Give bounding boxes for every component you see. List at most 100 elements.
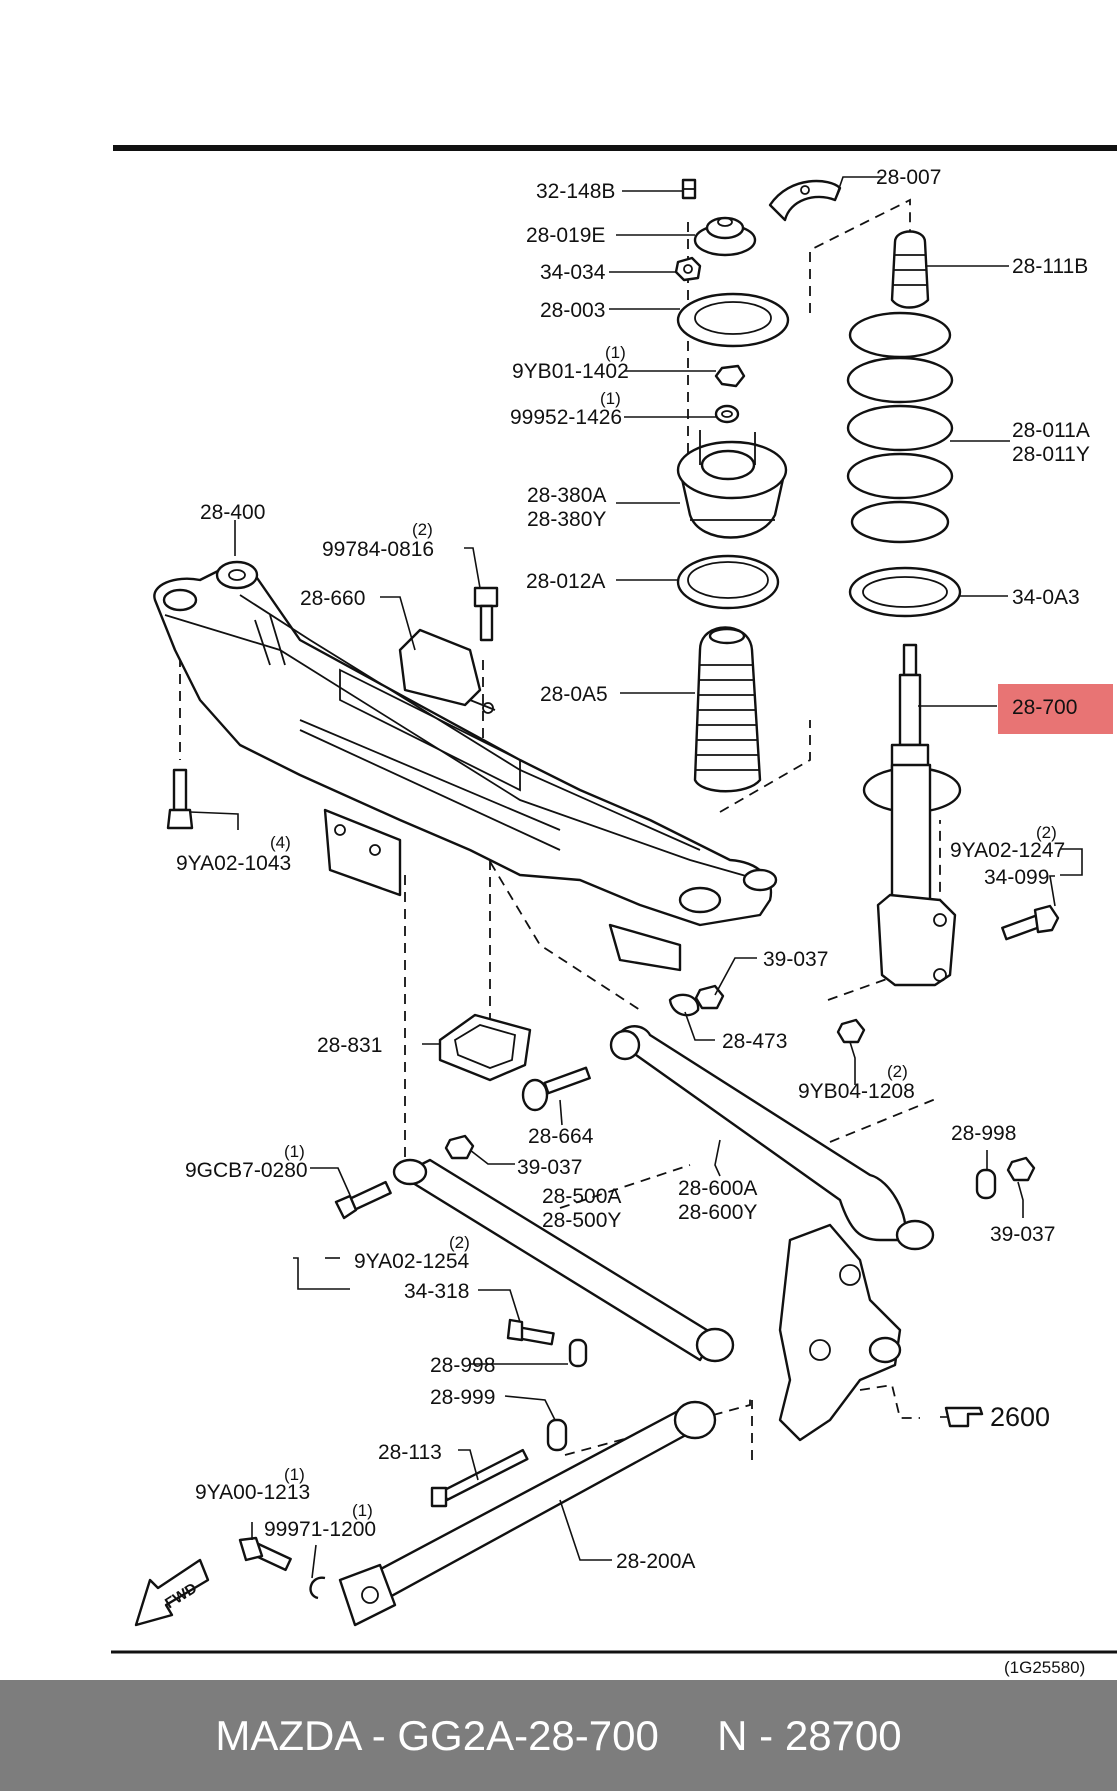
label-28-500A[interactable]: 28-500A (542, 1185, 621, 1208)
label-28-011Y[interactable]: 28-011Y (1012, 443, 1090, 466)
clip-99971-1200 (309, 1576, 326, 1600)
bolt-99784-0816 (473, 586, 499, 642)
label-28-012A[interactable]: 28-012A (526, 570, 605, 593)
qty-9YA00-1213: (1) (284, 1465, 305, 1484)
bolt-34-318 (506, 1318, 555, 1346)
label-39-037-b[interactable]: 39-037 (517, 1156, 582, 1179)
bolt-28-664 (521, 1066, 591, 1112)
label-28-400[interactable]: 28-400 (200, 501, 265, 524)
label-9YA02-1247[interactable]: 9YA02-1247 (950, 839, 1065, 862)
washer-99952-1426 (714, 404, 740, 424)
label-34-318[interactable]: 34-318 (404, 1280, 469, 1303)
lower-link-28-200A (338, 1400, 717, 1627)
label-28-003[interactable]: 28-003 (540, 299, 605, 322)
parts-diagram: FWD (111, 145, 1117, 1677)
cover-28-831 (438, 1013, 532, 1082)
label-28-011A[interactable]: 28-011A (1012, 419, 1090, 442)
label-9GCB7-0280[interactable]: 9GCB7-0280 (185, 1159, 308, 1182)
seat-28-012A (676, 554, 780, 610)
label-28-700[interactable]: 28-700 (1012, 696, 1077, 719)
label-9YA00-1213[interactable]: 9YA00-1213 (195, 1481, 310, 1504)
nut-39-037-b (444, 1134, 475, 1160)
plate-28-003 (676, 292, 790, 348)
shock-absorber-28-700 (862, 643, 962, 987)
leader-lines (189, 176, 1083, 1579)
highlight-28-700 (998, 684, 1113, 734)
label-28-007[interactable]: 28-007 (876, 166, 941, 189)
label-28-380Y[interactable]: 28-380Y (527, 508, 606, 531)
footer-part-number: MAZDA - GG2A-28-700 N - 28700 (215, 1712, 902, 1759)
label-9YB01-1402[interactable]: 9YB01-1402 (512, 360, 629, 383)
label-39-037-a[interactable]: 39-037 (763, 948, 828, 971)
bushing-28-998-b (568, 1338, 588, 1368)
label-2600[interactable]: 2600 (990, 1402, 1050, 1432)
bolt-34-099 (1001, 904, 1060, 941)
qty-99971-1200: (1) (352, 1501, 373, 1520)
qty-9YA02-1247: (2) (1036, 823, 1057, 842)
bump-stop-28-111B (890, 230, 930, 309)
label-28-500Y[interactable]: 28-500Y (542, 1209, 621, 1232)
label-99952-1426[interactable]: 99952-1426 (510, 406, 622, 429)
label-28-999[interactable]: 28-999 (430, 1386, 495, 1409)
bracket-28-660 (398, 628, 496, 714)
qty-9YA02-1254: (2) (449, 1233, 470, 1252)
fwd-arrow-icon: FWD (134, 1558, 210, 1627)
coil-spring-28-011A (846, 311, 954, 544)
qty-9YB01-1402: (1) (605, 343, 626, 362)
label-28-111B[interactable]: 28-111B (1012, 255, 1088, 278)
nut-39-037-c (1006, 1156, 1036, 1182)
label-99971-1200[interactable]: 99971-1200 (264, 1518, 376, 1541)
label-9YA02-1043[interactable]: 9YA02-1043 (176, 852, 291, 875)
washer-28-473 (668, 993, 700, 1017)
label-28-380A[interactable]: 28-380A (527, 484, 606, 507)
bolt-9GCB7-0280 (334, 1180, 392, 1220)
bolt-32-148B (681, 178, 697, 200)
bushing-28-999 (546, 1418, 568, 1452)
footer-bar: MAZDA - GG2A-28-700 N - 28700 (0, 1680, 1117, 1791)
label-28-998-b[interactable]: 28-998 (430, 1354, 495, 1377)
label-39-037-c[interactable]: 39-037 (990, 1223, 1055, 1246)
qty-99784-0816: (2) (412, 520, 433, 539)
mount-28-380A (676, 430, 788, 539)
pointing-hand-icon (944, 1406, 984, 1428)
label-34-034[interactable]: 34-034 (540, 261, 606, 284)
nut-9YB01-1402 (714, 364, 746, 388)
label-28-998-a[interactable]: 28-998 (951, 1122, 1016, 1145)
label-28-600A[interactable]: 28-600A (678, 1177, 757, 1200)
label-28-0A5[interactable]: 28-0A5 (540, 683, 608, 706)
bushing-28-998-a (975, 1168, 997, 1200)
bracket-28-007 (768, 179, 842, 222)
bolt-28-113 (430, 1448, 529, 1508)
bolt-9YA00-1213 (238, 1536, 292, 1572)
label-28-660[interactable]: 28-660 (300, 587, 365, 610)
lateral-link-28-500A (392, 1158, 735, 1363)
crossmember-28-400 (153, 560, 778, 972)
diagram-code: (1G25580) (1004, 1658, 1085, 1677)
label-28-473[interactable]: 28-473 (722, 1030, 787, 1053)
label-9YB04-1208[interactable]: 9YB04-1208 (798, 1080, 915, 1103)
label-28-831[interactable]: 28-831 (317, 1034, 382, 1057)
qty-9GCB7-0280: (1) (284, 1142, 305, 1161)
trailing-link-28-600A (609, 1025, 935, 1251)
qty-9YB04-1208: (2) (887, 1062, 908, 1081)
label-28-200A[interactable]: 28-200A (616, 1550, 695, 1573)
spring-seat-34-0A3 (848, 566, 962, 618)
dust-boot-28-0A5 (693, 626, 762, 793)
bolt-9YA02-1043 (166, 768, 194, 830)
label-9YA02-1254[interactable]: 9YA02-1254 (354, 1250, 470, 1273)
nut-9YB04-1208 (836, 1018, 866, 1044)
qty-9YA02-1043: (4) (270, 833, 291, 852)
knuckle-2600 (778, 1223, 902, 1442)
label-34-099[interactable]: 34-099 (984, 866, 1049, 889)
label-32-148B[interactable]: 32-148B (536, 180, 615, 203)
part-labels: 32-148B 28-007 28-019E 34-034 28-111B 28… (176, 166, 1090, 1677)
bump-stop-seat-28-019E (693, 216, 757, 257)
label-28-600Y[interactable]: 28-600Y (678, 1201, 757, 1224)
qty-99952-1426: (1) (600, 389, 621, 408)
label-28-113[interactable]: 28-113 (378, 1441, 442, 1464)
label-99784-0816[interactable]: 99784-0816 (322, 538, 434, 561)
label-28-019E[interactable]: 28-019E (526, 224, 605, 247)
label-28-664[interactable]: 28-664 (528, 1125, 594, 1148)
label-34-0A3[interactable]: 34-0A3 (1012, 586, 1080, 609)
nut-34-034 (674, 256, 702, 282)
